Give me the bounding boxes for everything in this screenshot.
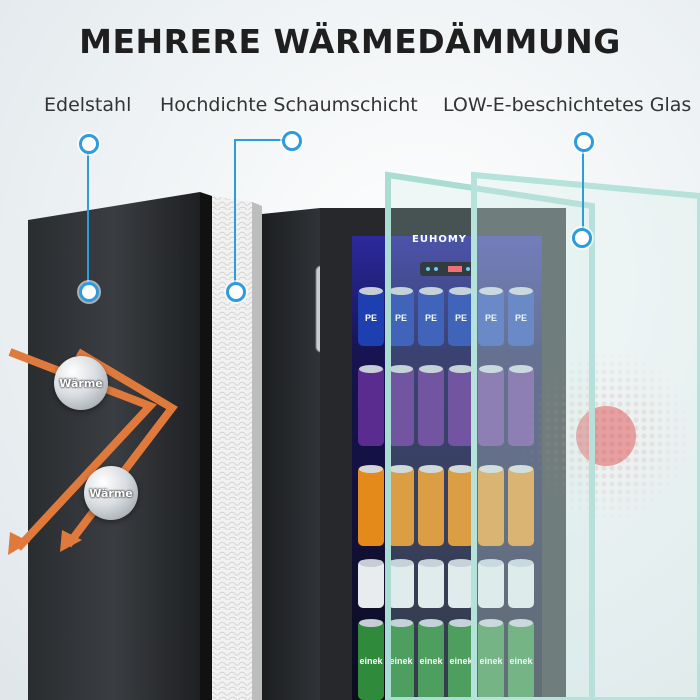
- can-lid: [479, 465, 503, 473]
- steel-pin-top-icon: [79, 134, 99, 154]
- glass-pin-icon: [572, 228, 592, 248]
- label-steel: Edelstahl: [44, 94, 132, 116]
- heat-bubble-label: Wärme: [89, 486, 133, 500]
- can-label: PE: [515, 313, 527, 323]
- can: [418, 288, 444, 346]
- can-lid: [509, 619, 533, 627]
- page-title: MEHRERE WÄRMEDÄMMUNG: [79, 22, 621, 61]
- can-lid: [449, 619, 473, 627]
- can: [478, 560, 504, 608]
- foam-pin-icon: [226, 282, 246, 302]
- arrow-heads: [8, 530, 82, 555]
- can-lid: [389, 559, 413, 567]
- can: [358, 560, 384, 608]
- can-label: einek: [449, 656, 473, 666]
- can-lid: [359, 365, 383, 373]
- can-lid: [389, 287, 413, 295]
- can-lid: [479, 619, 503, 627]
- can-lid: [389, 465, 413, 473]
- can-lid: [359, 619, 383, 627]
- brand-logo: EUHOMY: [412, 234, 468, 245]
- can-lid: [359, 465, 383, 473]
- can-label: einek: [359, 656, 383, 666]
- can-label: einek: [389, 656, 413, 666]
- can: [388, 620, 414, 700]
- can-lid: [419, 465, 443, 473]
- glass-pin-top-icon: [574, 132, 594, 152]
- pointer-lines: [87, 139, 584, 290]
- can: [478, 466, 504, 546]
- can-lid: [419, 287, 443, 295]
- can: [448, 466, 474, 546]
- can-lid: [419, 559, 443, 567]
- can: [508, 560, 534, 608]
- can: [388, 466, 414, 546]
- can-lid: [509, 559, 533, 567]
- can: [358, 366, 384, 446]
- can: [448, 560, 474, 608]
- foam-pin-top-icon: [282, 131, 302, 151]
- can-lid: [359, 287, 383, 295]
- can: [448, 620, 474, 700]
- heat-bubble-2: Wärme: [84, 466, 138, 520]
- can-lid: [449, 465, 473, 473]
- can: [358, 288, 384, 346]
- heat-bubble-label: Wärme: [59, 376, 103, 390]
- steel-pin-icon: [79, 282, 99, 302]
- glass-panes: [385, 171, 700, 700]
- can-lid: [419, 619, 443, 627]
- can-label: PE: [425, 313, 437, 323]
- can-lid: [479, 559, 503, 567]
- can-label: PE: [395, 313, 407, 323]
- can-label: PE: [485, 313, 497, 323]
- can: [418, 560, 444, 608]
- can-lid: [359, 559, 383, 567]
- can-label: einek: [419, 656, 443, 666]
- can: [388, 366, 414, 446]
- can-lid: [509, 287, 533, 295]
- can: [448, 288, 474, 346]
- can-lid: [419, 365, 443, 373]
- can-lid: [389, 619, 413, 627]
- can: [478, 620, 504, 700]
- can: [478, 366, 504, 446]
- can-label: PE: [365, 313, 377, 323]
- can: [508, 620, 534, 700]
- can: [448, 366, 474, 446]
- can-label: einek: [479, 656, 503, 666]
- can: [418, 366, 444, 446]
- can-lid: [449, 365, 473, 373]
- can: [418, 466, 444, 546]
- can-lid: [389, 365, 413, 373]
- can-lid: [449, 287, 473, 295]
- can-label: PE: [455, 313, 467, 323]
- can-lid: [479, 287, 503, 295]
- can-label: einek: [509, 656, 533, 666]
- label-foam: Hochdichte Schaumschicht: [160, 94, 418, 116]
- can-lid: [479, 365, 503, 373]
- heat-bubble-1: Wärme: [54, 356, 108, 410]
- can-lid: [449, 559, 473, 567]
- label-glass: LOW-E-beschichtetes Glas: [443, 94, 692, 116]
- can: [388, 560, 414, 608]
- can: [388, 288, 414, 346]
- can: [358, 620, 384, 700]
- foam-layer: [212, 196, 262, 700]
- steel-panel: [28, 192, 212, 700]
- can: [478, 288, 504, 346]
- can: [358, 466, 384, 546]
- can: [418, 620, 444, 700]
